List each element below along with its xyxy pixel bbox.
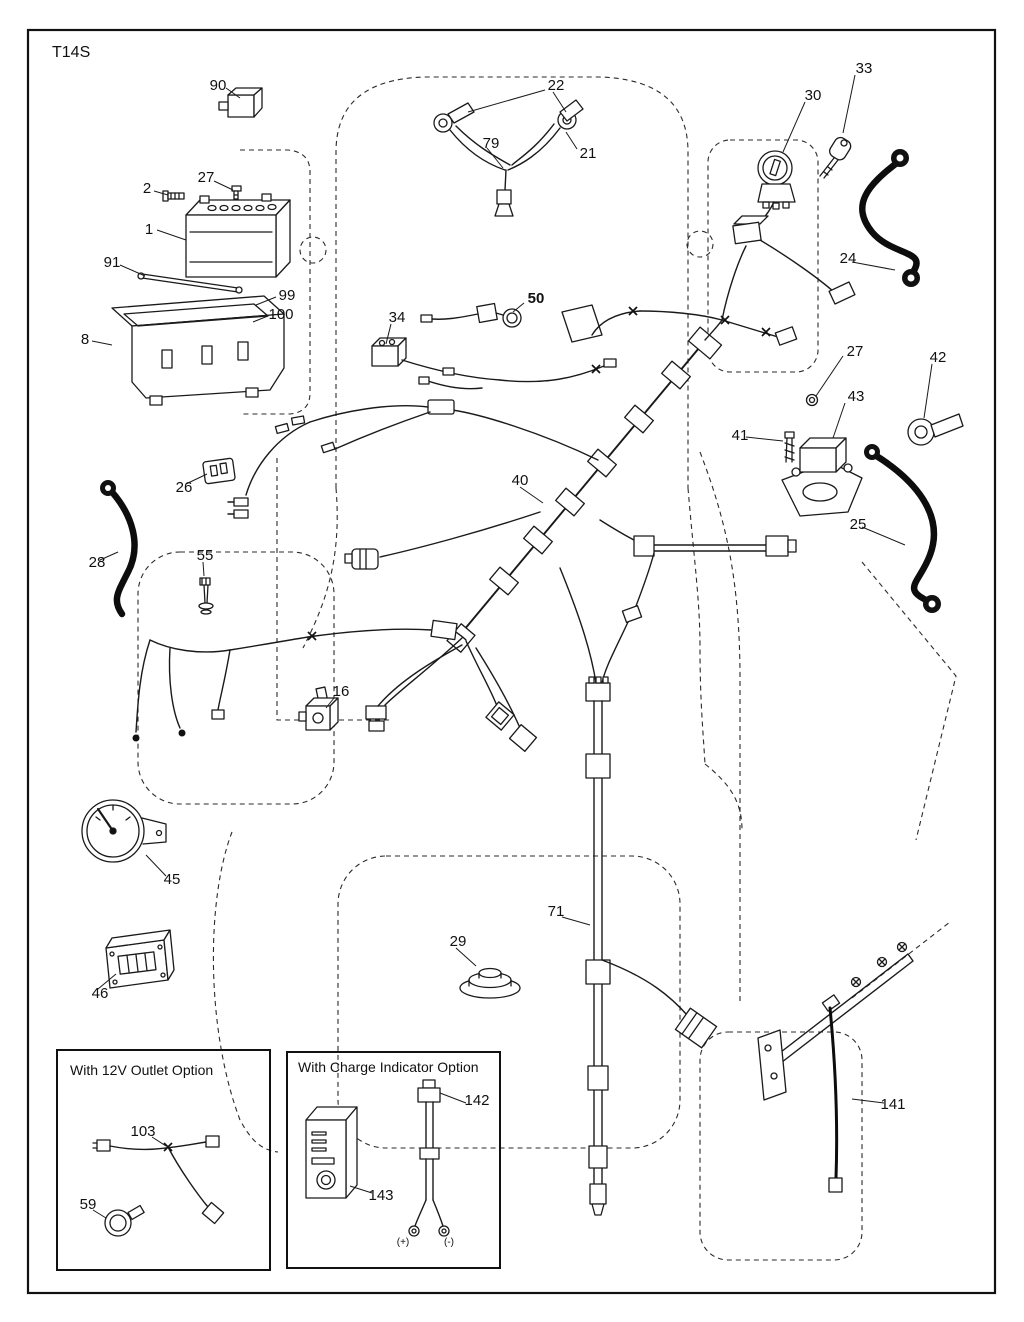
callout-16: 16 [333, 683, 350, 700]
callout-29: 29 [450, 933, 467, 950]
callout-41: 41 [732, 427, 749, 444]
charge-option-box: With Charge Indicator Option (+) (-) [286, 1051, 501, 1269]
diagram-title: T14S [52, 44, 90, 61]
tractor-body-outline [137, 76, 957, 1261]
charge-indicator-143 [305, 1106, 358, 1199]
rear-harness-71 [559, 552, 718, 1216]
outlet-harness-103 [92, 1135, 225, 1225]
bolt-41 [784, 431, 795, 463]
callout-43: 43 [848, 388, 865, 405]
callout-34: 34 [389, 309, 406, 326]
callout-103: 103 [130, 1123, 155, 1140]
callout-90: 90 [210, 77, 227, 94]
callout-91: 91 [104, 254, 121, 271]
main-harness-40 [227, 201, 856, 752]
battery-cable-assembly-141 [757, 941, 914, 1193]
callout-59: 59 [80, 1196, 97, 1213]
bolt-2 [162, 190, 185, 202]
left-harness-wires [132, 619, 467, 742]
callout-50: 50 [528, 290, 545, 307]
charge-option-title: With Charge Indicator Option [298, 1059, 479, 1075]
callout-143: 143 [368, 1187, 393, 1204]
callout-21: 21 [580, 145, 597, 162]
callout-99: 99 [279, 287, 296, 304]
connector-pair [365, 644, 463, 732]
callout-28: 28 [89, 554, 106, 571]
nut-27-solenoid [805, 393, 819, 407]
callout-22: 22 [548, 77, 565, 94]
solenoid-43 [781, 437, 863, 517]
cap-29 [459, 967, 521, 999]
terminal-boot-42 [907, 413, 964, 446]
callout-46: 46 [92, 985, 109, 1002]
callout-40: 40 [512, 472, 529, 489]
callout-30: 30 [805, 87, 822, 104]
pigtail-wires [401, 358, 617, 390]
plunger-switch-16 [298, 686, 339, 731]
callout-27-battery: 27 [198, 169, 215, 186]
outlet-option-title: With 12V Outlet Option [70, 1062, 213, 1078]
power-outlet-59 [104, 1204, 145, 1237]
switch-50 [420, 302, 522, 328]
battery-strap-91 [137, 272, 243, 294]
ground-cable-28 [100, 480, 138, 618]
callout-8: 8 [81, 331, 89, 348]
headlight-harness [433, 99, 584, 217]
battery-1 [185, 193, 291, 278]
callout-141: 141 [880, 1096, 905, 1113]
callout-27-solenoid: 27 [847, 343, 864, 360]
screw-55 [198, 577, 214, 615]
negative-terminal-label: (-) [444, 1237, 454, 1248]
relay-90 [218, 87, 263, 118]
callout-100: 100 [268, 306, 293, 323]
callout-2: 2 [143, 180, 151, 197]
callout-labels: 90 2 27 1 91 99 100 8 22 79 21 30 33 24 … [80, 60, 947, 1213]
positive-terminal-label: (+) [397, 1237, 410, 1248]
interlock-switch-34 [371, 337, 407, 367]
battery-tray-8 [111, 295, 285, 406]
ammeter-gauge-45 [81, 799, 167, 863]
callout-71: 71 [548, 903, 565, 920]
page-border [26, 28, 997, 1295]
callout-1: 1 [145, 221, 153, 238]
battery-cable-24 [859, 149, 920, 287]
callout-45: 45 [164, 871, 181, 888]
hour-meter-46 [105, 929, 175, 989]
callout-142: 142 [464, 1092, 489, 1109]
ignition-key-33 [819, 136, 852, 179]
callout-33: 33 [856, 60, 873, 77]
mounting-plate [561, 304, 603, 343]
ignition-switch-30 [757, 150, 796, 210]
callout-79: 79 [483, 135, 500, 152]
outlet-option-box: With 12V Outlet Option [56, 1049, 271, 1271]
callout-26: 26 [176, 479, 193, 496]
leader-lines [91, 74, 933, 1219]
callout-42: 42 [930, 349, 947, 366]
indicator-leads-142: (+) (-) [397, 1079, 454, 1248]
callout-25: 25 [850, 516, 867, 533]
fuse-26 [202, 457, 236, 485]
callout-55: 55 [197, 547, 214, 564]
callout-24: 24 [840, 250, 857, 267]
battery-cable-25 [864, 444, 941, 613]
